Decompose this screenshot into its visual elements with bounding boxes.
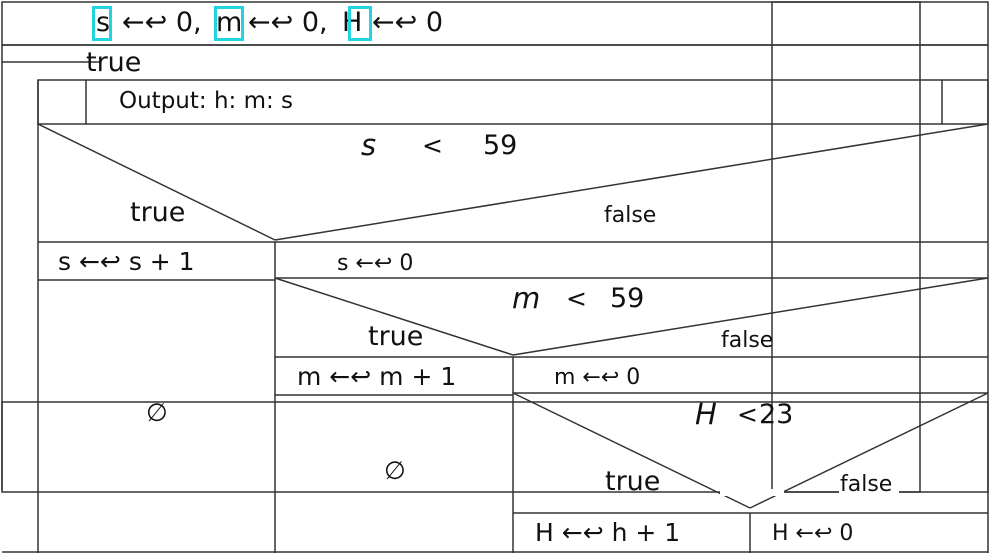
cond1-diag-left [37,123,276,241]
cond1-false-label: false [604,203,657,228]
cond3-true-action: H ←↩ h + 1 [535,518,681,547]
cond2-false-action: m ←↩ 0 [554,365,641,390]
cond1-empty: ∅ [146,398,168,427]
init-h: H [342,7,363,38]
overlay-frame-b [1,401,989,493]
cond3-op: < [737,400,758,429]
cond3-true-label: true [605,466,661,497]
cond2-lhs: m [512,281,541,315]
cond1-diag-right [274,123,989,241]
cond1-lhs: s [361,128,377,162]
output-statement: Output: h: m: s [119,88,294,114]
highlight-h [348,6,372,41]
cond1-false-action: s ←↩ 0 [337,251,414,276]
overlay-frame-a [771,1,921,493]
init-m-assign: ←↩ 0, [248,7,328,38]
cond1-rhs: 59 [483,130,518,161]
cond3-false-label: false [840,472,893,497]
cond3-diag-right [749,392,989,509]
cond2-diag-left [274,277,514,356]
cond3-rhs: 23 [759,399,794,430]
highlight-m [214,6,244,41]
output-block [37,79,989,125]
cond2-diag-right [512,277,989,356]
init-h-assign: ←↩ 0 [372,7,444,38]
cond3-diag-left [512,392,751,509]
cond2-rhs: 59 [610,283,645,314]
cond1-true-action: s ←↩ s + 1 [58,247,195,276]
cond2-false-label: false [721,328,774,353]
cond3-lhs: H [695,397,717,431]
init-s-assign: ←↩ 0, [122,7,202,38]
init-s: s [96,7,111,38]
init-m: m [216,7,243,38]
highlight-s [92,6,112,41]
cond2-true-label: true [368,321,424,352]
cond3-false-action: H ←↩ 0 [772,521,854,546]
cond2-op: < [566,284,587,313]
cond1-true-label: true [130,197,186,228]
cond2-true-action: m ←↩ m + 1 [297,362,457,391]
cond2-empty: ∅ [384,456,406,485]
loop-condition-label: true [86,47,142,78]
cond1-op: < [422,131,443,160]
